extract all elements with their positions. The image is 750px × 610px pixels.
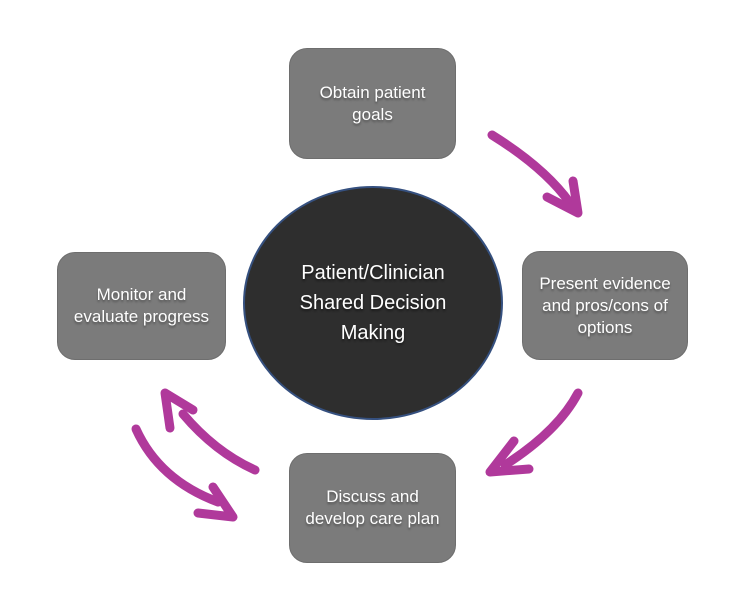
node-present-evidence: Present evidence and pros/cons of option… [522, 251, 688, 360]
hub-label-line: Making [340, 322, 406, 344]
node-discuss-develop-care-plan: Discuss and develop care plan [289, 453, 456, 563]
node-label-line: Obtain patient [319, 82, 426, 102]
node-obtain-patient-goals: Obtain patient goals [289, 48, 456, 159]
hub-label-line: Patient/Clinician [301, 262, 445, 284]
arrow-left-to-bottom-icon [131, 424, 238, 522]
node-label-line: Present evidence [539, 273, 671, 293]
node-label-line: develop care plan [305, 509, 440, 528]
node-monitor-evaluate-progress: Monitor and evaluate progress [57, 252, 226, 360]
hub-label-line: Shared Decision [299, 292, 447, 314]
node-label-line: Monitor and [96, 285, 187, 304]
arrow-bottom-to-left-icon [160, 388, 260, 475]
node-label-line: Discuss and [326, 487, 419, 506]
node-label-line: evaluate progress [73, 307, 210, 326]
node-label-line: and pros/cons of [542, 295, 668, 315]
node-label-line: goals [352, 104, 393, 124]
node-shared-decision-making-hub: Patient/Clinician Shared Decision Making [243, 186, 503, 420]
node-label-line: options [577, 317, 633, 337]
arrow-right-to-bottom-icon [485, 388, 583, 477]
arrow-top-to-right-icon [487, 130, 583, 218]
